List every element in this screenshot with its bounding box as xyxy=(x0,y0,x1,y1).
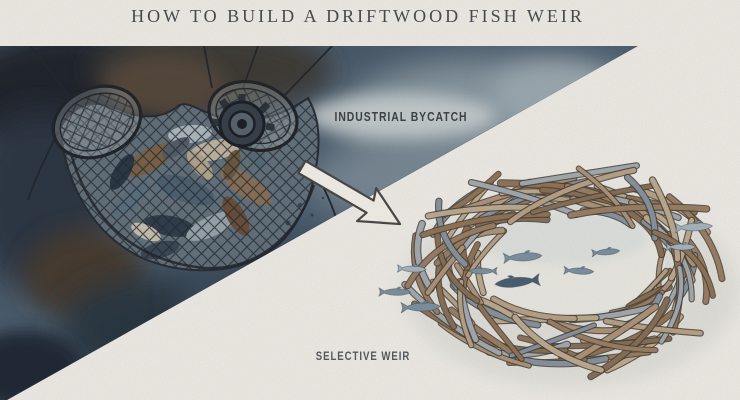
label-industrial-bycatch: INDUSTRIAL BYCATCH xyxy=(334,109,468,124)
label-selective-weir: SELECTIVE WEIR xyxy=(315,349,411,363)
page-title: HOW TO BUILD A DRIFTWOOD FISH WEIR xyxy=(131,6,585,26)
